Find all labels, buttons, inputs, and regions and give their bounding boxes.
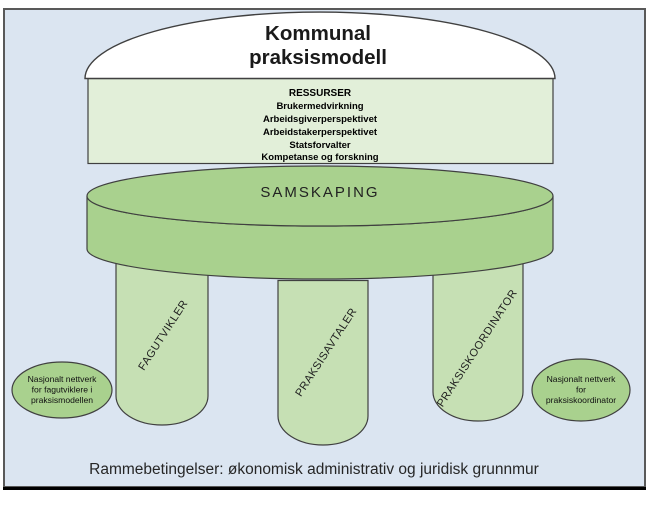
pillar-fagutvikler: [115, 249, 209, 426]
resources-item: Kompetanse og forskning: [261, 152, 378, 163]
right-network-line: Nasjonalt nettverk: [547, 374, 616, 384]
resources-heading: RESSURSER: [289, 88, 352, 99]
diagram-title-line1: Kommunal: [265, 22, 371, 45]
right-network-ellipse: [531, 358, 631, 422]
samskaping-label: SAMSKAPING: [260, 184, 379, 201]
resources-item: Statsforvalter: [289, 140, 351, 151]
left-network-ellipse: [11, 361, 113, 419]
diagram-title-line2: praksismodell: [249, 46, 387, 69]
pillar-praksisavtaler: [277, 279, 369, 446]
right-network-line: for: [576, 385, 586, 395]
resources-item: Arbeidstakerperspektivet: [263, 127, 378, 138]
left-network-line: for fagutviklere i: [32, 385, 93, 395]
foundation-text: Rammebetingelser: økonomisk administrati…: [89, 461, 539, 478]
resources-item: Arbeidsgiverperspektivet: [263, 114, 378, 125]
samskaping-disc-top: [86, 165, 554, 227]
pillar-praksiskoordinator: [432, 249, 524, 422]
left-network-line: Nasjonalt nettverk: [28, 374, 97, 384]
resources-box: [87, 77, 554, 165]
right-network-line: praksiskoordinator: [546, 395, 616, 405]
left-network-line: praksismodellen: [31, 395, 93, 405]
resources-item: Brukermedvirkning: [276, 101, 363, 112]
title-dome: [84, 11, 556, 80]
